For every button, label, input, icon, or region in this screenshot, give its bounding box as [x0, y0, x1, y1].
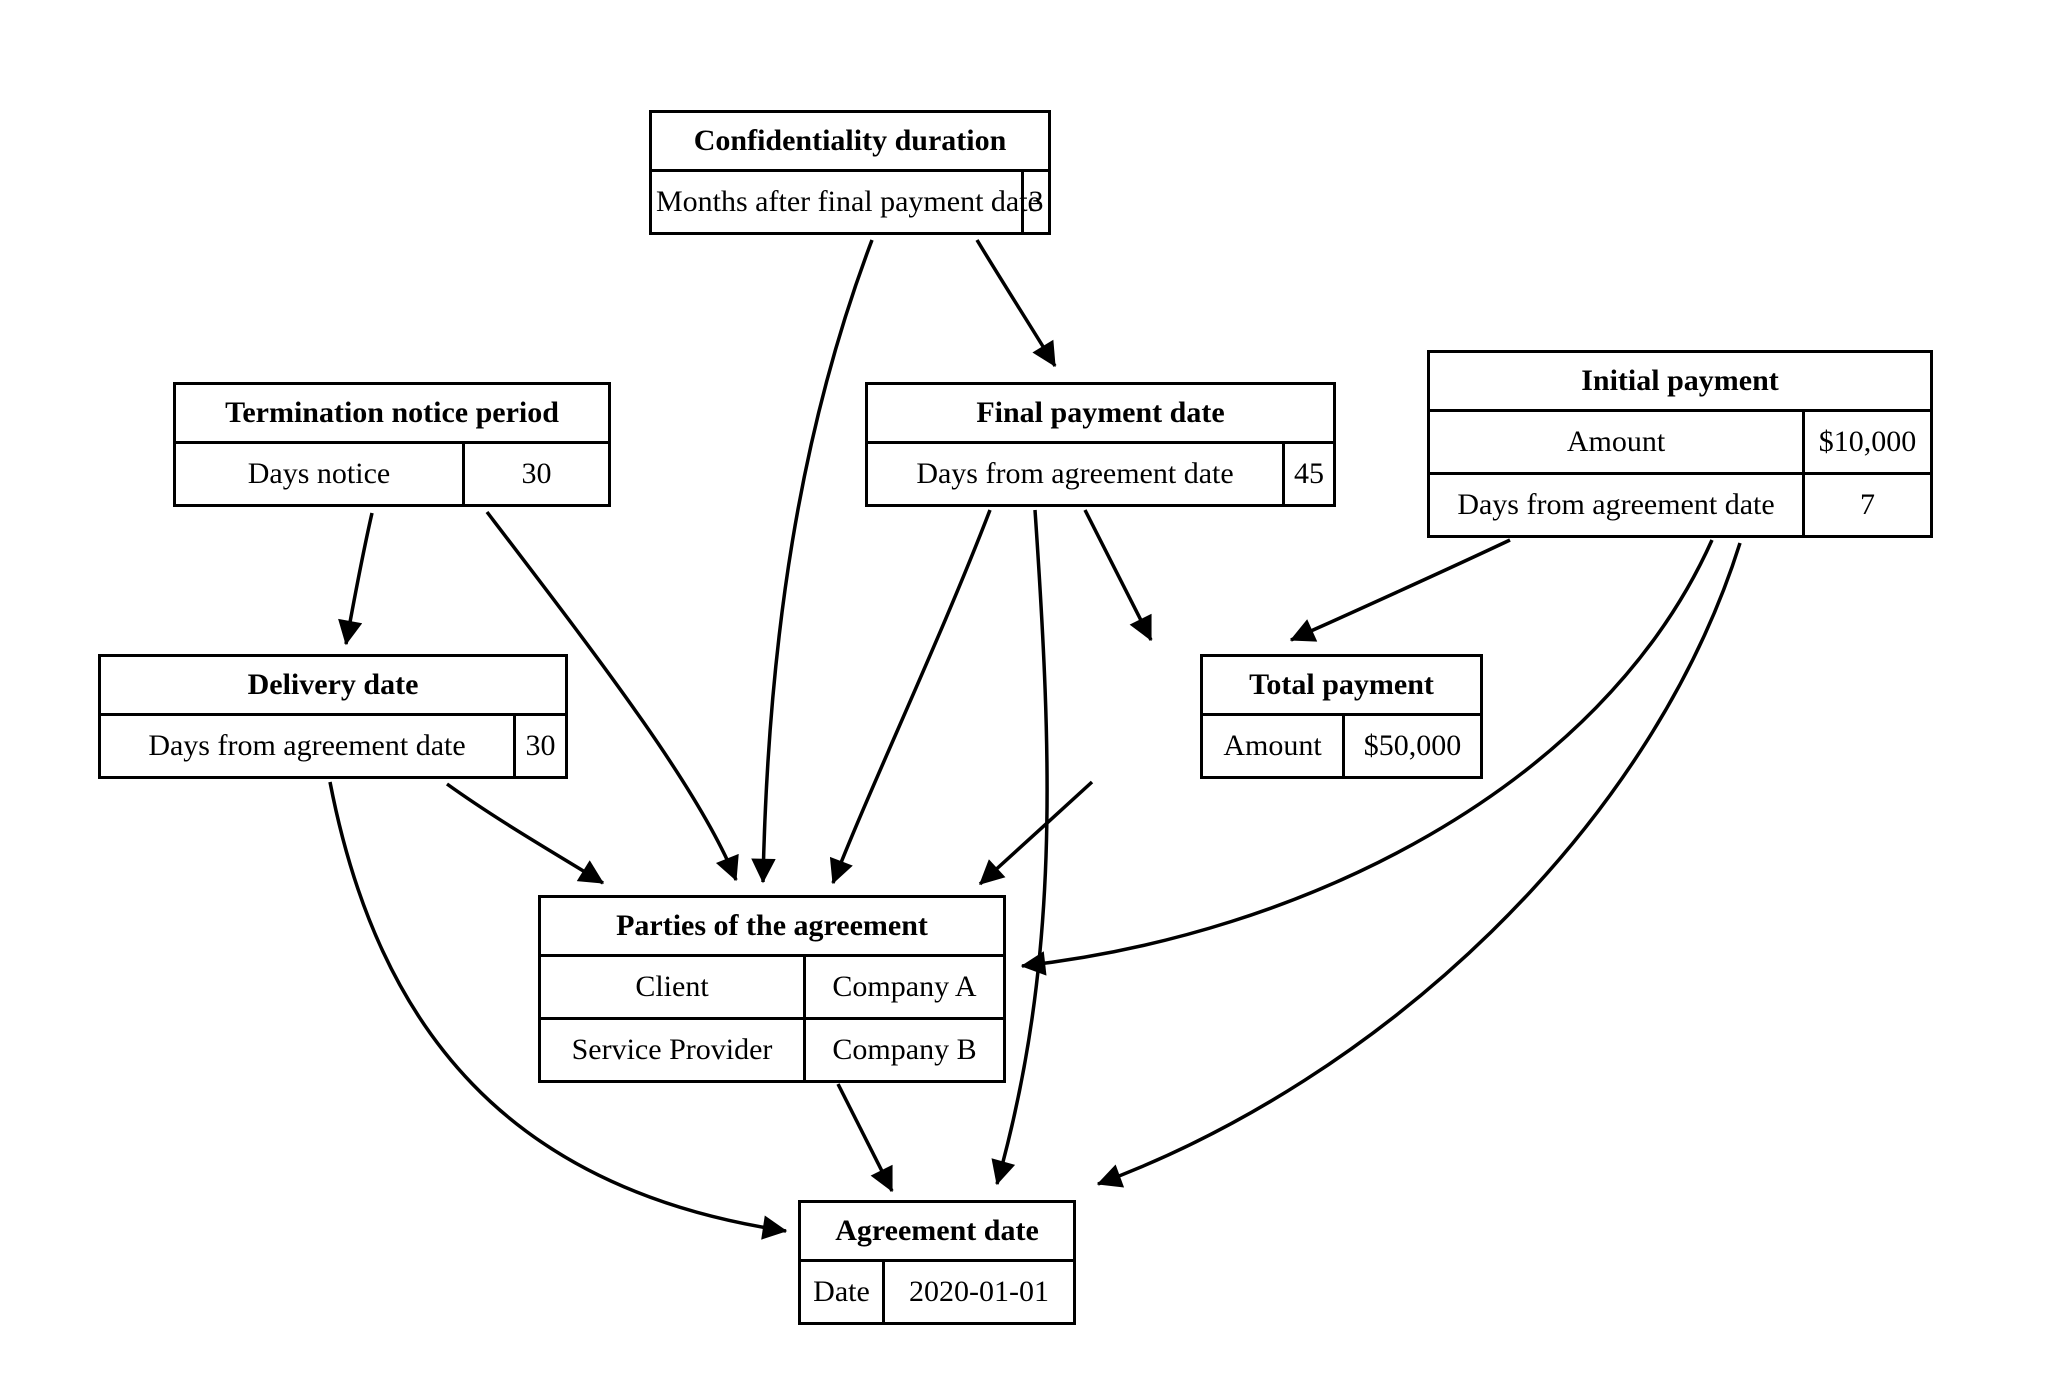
node-title: Termination notice period: [172, 382, 612, 444]
field-value: $10,000: [1802, 409, 1933, 475]
field-value: 30: [513, 713, 568, 779]
field-label: Amount: [1427, 409, 1805, 475]
field-value: 45: [1282, 441, 1336, 507]
edge-initial-payment-to-total-payment: [1289, 538, 1511, 642]
node-termination-notice-period: Termination notice period Days notice 30: [172, 382, 612, 507]
edge-confidentiality-duration-to-parties-of-the-agreement: [751, 239, 874, 884]
edge-final-payment-date-to-parties-of-the-agreement: [829, 509, 992, 885]
table-row: Date 2020-01-01: [798, 1259, 1077, 1325]
node-agreement-date: Agreement date Date 2020-01-01: [797, 1200, 1077, 1325]
table-row: Months after final payment date 3: [649, 169, 1052, 235]
edge-delivery-date-to-parties-of-the-agreement: [445, 782, 605, 885]
table-row: Days from agreement date 45: [865, 441, 1336, 507]
edge-termination-notice-period-to-delivery-date: [338, 512, 374, 646]
field-value: Company B: [802, 1017, 1007, 1083]
field-value: 2020-01-01: [881, 1259, 1077, 1325]
table-row: Client Company A: [538, 954, 1007, 1020]
field-label: Months after final payment date: [649, 169, 1041, 235]
field-value: 30: [461, 441, 612, 507]
node-title: Confidentiality duration: [648, 110, 1052, 172]
node-final-payment-date: Final payment date Days from agreement d…: [865, 382, 1336, 507]
node-title: Final payment date: [865, 382, 1336, 444]
table-row: Service Provider Company B: [538, 1017, 1007, 1083]
node-total-payment: Total payment Amount $50,000: [1200, 654, 1483, 779]
node-title: Initial payment: [1427, 350, 1933, 412]
field-label: Date: [798, 1259, 885, 1325]
table-row: Amount $10,000: [1427, 409, 1933, 475]
field-label: Days from agreement date: [1427, 472, 1805, 538]
field-value: $50,000: [1342, 713, 1483, 779]
edge-initial-payment-to-agreement-date: [1096, 542, 1742, 1188]
node-title: Parties of the agreement: [537, 895, 1007, 957]
table-row: Amount $50,000: [1200, 713, 1483, 779]
node-initial-payment: Initial payment Amount $10,000 Days from…: [1427, 350, 1933, 538]
edge-parties-of-the-agreement-to-agreement-date: [836, 1083, 894, 1193]
node-confidentiality-duration: Confidentiality duration Months after fi…: [648, 110, 1052, 235]
field-label: Days from agreement date: [865, 441, 1285, 507]
field-label: Client: [538, 954, 806, 1020]
node-parties-of-the-agreement: Parties of the agreement Client Company …: [537, 895, 1007, 1083]
table-row: Days notice 30: [173, 441, 612, 507]
field-value: 3: [1020, 169, 1052, 235]
field-label: Days notice: [173, 441, 465, 507]
field-label: Amount: [1200, 713, 1345, 779]
field-value: 7: [1802, 472, 1933, 538]
edge-final-payment-date-to-total-payment: [1083, 509, 1153, 642]
field-label: Service Provider: [538, 1017, 806, 1083]
node-title: Total payment: [1200, 654, 1483, 716]
node-delivery-date: Delivery date Days from agreement date 3…: [98, 654, 568, 779]
edge-confidentiality-duration-to-final-payment-date: [975, 239, 1057, 368]
table-row: Days from agreement date 30: [98, 713, 568, 779]
table-row: Days from agreement date 7: [1427, 472, 1933, 538]
field-value: Company A: [802, 954, 1007, 1020]
field-label: Days from agreement date: [98, 713, 516, 779]
edge-total-payment-to-parties-of-the-agreement: [978, 780, 1094, 886]
node-title: Delivery date: [98, 654, 568, 716]
node-title: Agreement date: [797, 1200, 1077, 1262]
